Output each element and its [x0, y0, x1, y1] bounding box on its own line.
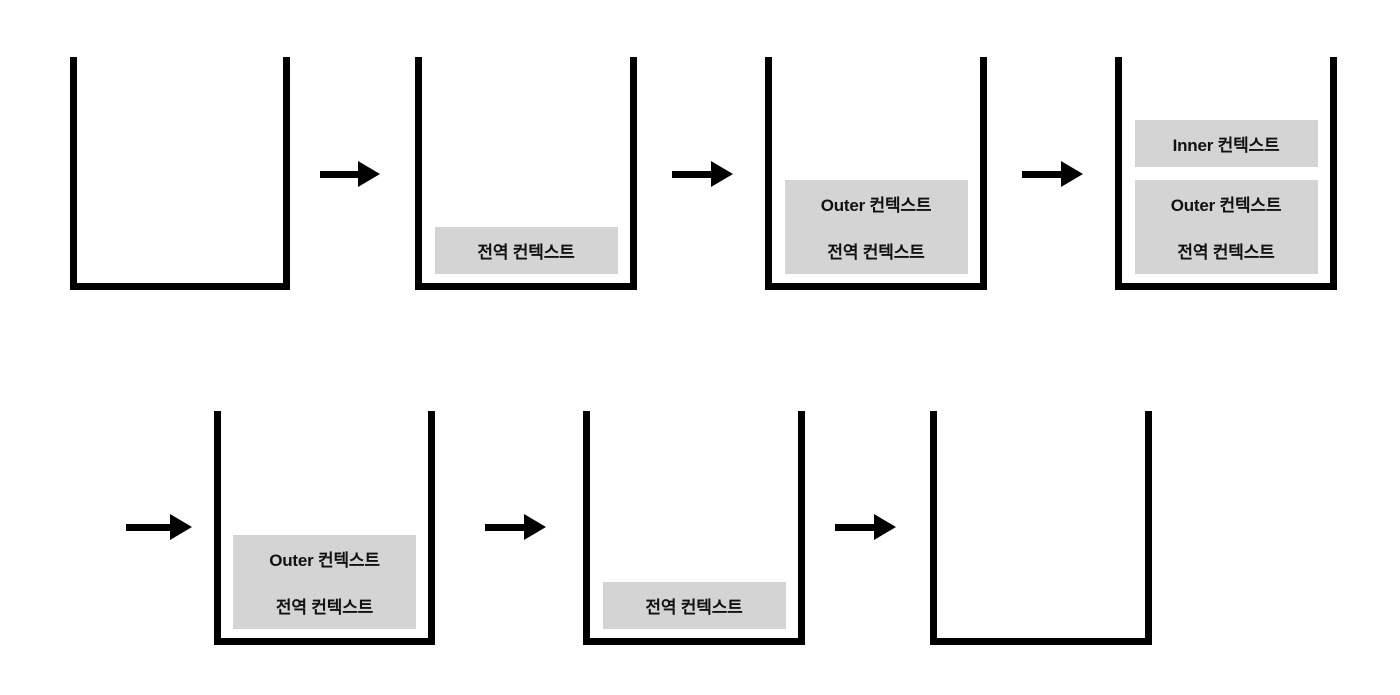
transition-arrow-2	[672, 157, 733, 191]
arrow-shaft	[835, 523, 875, 531]
arrow-shaft	[1022, 170, 1062, 178]
arrow-head-icon	[1061, 161, 1083, 187]
transition-arrow-4	[126, 510, 192, 544]
transition-arrow-6	[835, 510, 896, 544]
transition-arrow-3	[1022, 157, 1083, 191]
call-stack-6: 전역 컨텍스트	[583, 411, 805, 645]
context-frame-global: 전역 컨텍스트	[434, 227, 618, 274]
arrow-head-icon	[711, 161, 733, 187]
context-frame-outer: Outer 컨텍스트	[784, 180, 968, 227]
call-stack-7	[930, 411, 1152, 645]
call-stack-2: 전역 컨텍스트	[415, 57, 637, 290]
context-frame-global: 전역 컨텍스트	[233, 582, 416, 629]
transition-arrow-5	[485, 510, 546, 544]
context-frame-outer: Outer 컨텍스트	[233, 535, 416, 582]
call-stack-1	[70, 57, 290, 290]
arrow-head-icon	[874, 514, 896, 540]
call-stack-5: 전역 컨텍스트 Outer 컨텍스트	[214, 411, 435, 645]
context-frame-outer: Outer 컨텍스트	[1134, 180, 1318, 227]
transition-arrow-1	[320, 157, 380, 191]
arrow-head-icon	[170, 514, 192, 540]
arrow-shaft	[320, 170, 359, 178]
call-stack-4: 전역 컨텍스트 Outer 컨텍스트 Inner 컨텍스트	[1115, 57, 1337, 290]
call-stack-3: 전역 컨텍스트 Outer 컨텍스트	[765, 57, 987, 290]
context-frame-inner: Inner 컨텍스트	[1134, 120, 1318, 167]
arrow-shaft	[485, 523, 525, 531]
context-frame-global: 전역 컨텍스트	[784, 227, 968, 274]
arrow-head-icon	[358, 161, 380, 187]
context-frame-global: 전역 컨텍스트	[1134, 227, 1318, 274]
arrow-head-icon	[524, 514, 546, 540]
arrow-shaft	[126, 523, 171, 531]
arrow-shaft	[672, 170, 712, 178]
context-frame-global: 전역 컨텍스트	[602, 582, 786, 629]
